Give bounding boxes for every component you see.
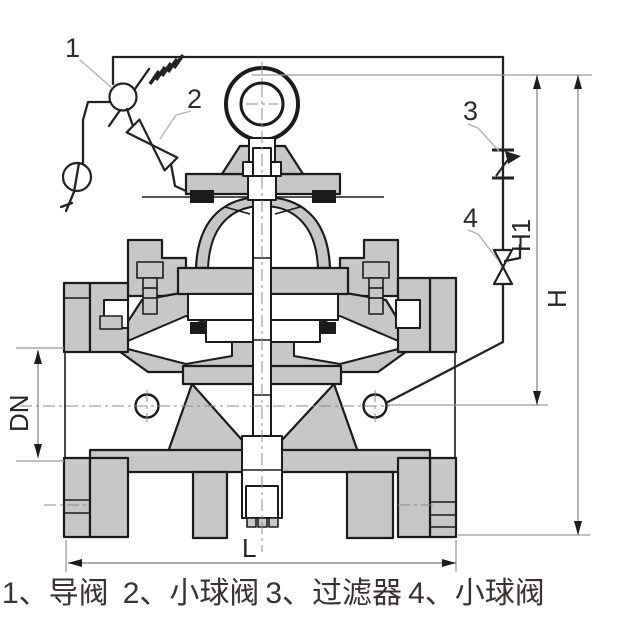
pilot-spring	[148, 54, 185, 85]
legend-item-3: 3、过滤器	[265, 577, 403, 610]
dimension-label-dn: DN	[4, 394, 34, 432]
pilot-piping-schematic	[59, 54, 522, 405]
centerlines	[20, 62, 436, 552]
dimension-label-l: L	[242, 533, 256, 563]
legend-item-4: 4、小球阀	[408, 577, 545, 610]
outlet-flange	[395, 276, 458, 539]
dimension-dn: DN	[4, 347, 64, 462]
dimension-label-h1: H1	[506, 219, 536, 252]
pilot-pipe-main	[111, 55, 505, 405]
diaphragm-bolt-left	[190, 190, 214, 203]
callout-4-leader	[467, 229, 498, 260]
inlet-flange	[62, 281, 130, 539]
pilot-valve-symbol	[107, 54, 185, 128]
ball-valve-4-symbol	[492, 243, 522, 286]
diaphragm-bolt-right	[312, 190, 336, 203]
pilot-outlet-pipe	[125, 107, 135, 128]
callouts: 1 2 3 4	[65, 33, 500, 260]
main-valve-cross-section	[62, 66, 458, 540]
gauge-branch-pipe	[81, 100, 112, 165]
pressure-gauge-symbol	[59, 161, 93, 213]
callout-3-leader	[467, 123, 500, 152]
valve-technical-drawing: H1 H DN L 1	[4, 33, 592, 572]
valve-lower-body	[88, 364, 432, 540]
callout-2-leader	[159, 110, 192, 140]
ball-valve-2-symbol	[125, 118, 179, 172]
dimension-label-h: H	[542, 289, 572, 308]
dimension-h: H	[458, 75, 590, 536]
bonnet-feed-pipe	[169, 162, 188, 193]
dimensions: H1 H DN L	[4, 74, 592, 572]
callout-1-leader	[79, 59, 113, 89]
legend-item-1: 1、导阀	[2, 577, 109, 610]
callout-1: 1	[65, 33, 80, 63]
figure-caption: 1、导阀 2、小球阀 3、过滤器 4、小球阀	[2, 574, 618, 614]
callout-4: 4	[463, 203, 478, 233]
legend-item-2: 2、小球阀	[122, 577, 260, 610]
side-bolt-left	[136, 261, 164, 315]
dimension-h1: H1	[388, 75, 548, 406]
filter-symbol	[492, 148, 521, 180]
callout-3: 3	[463, 96, 478, 126]
dimension-l: L	[65, 533, 457, 572]
side-bolt-right	[362, 261, 390, 315]
callout-2: 2	[187, 84, 202, 114]
